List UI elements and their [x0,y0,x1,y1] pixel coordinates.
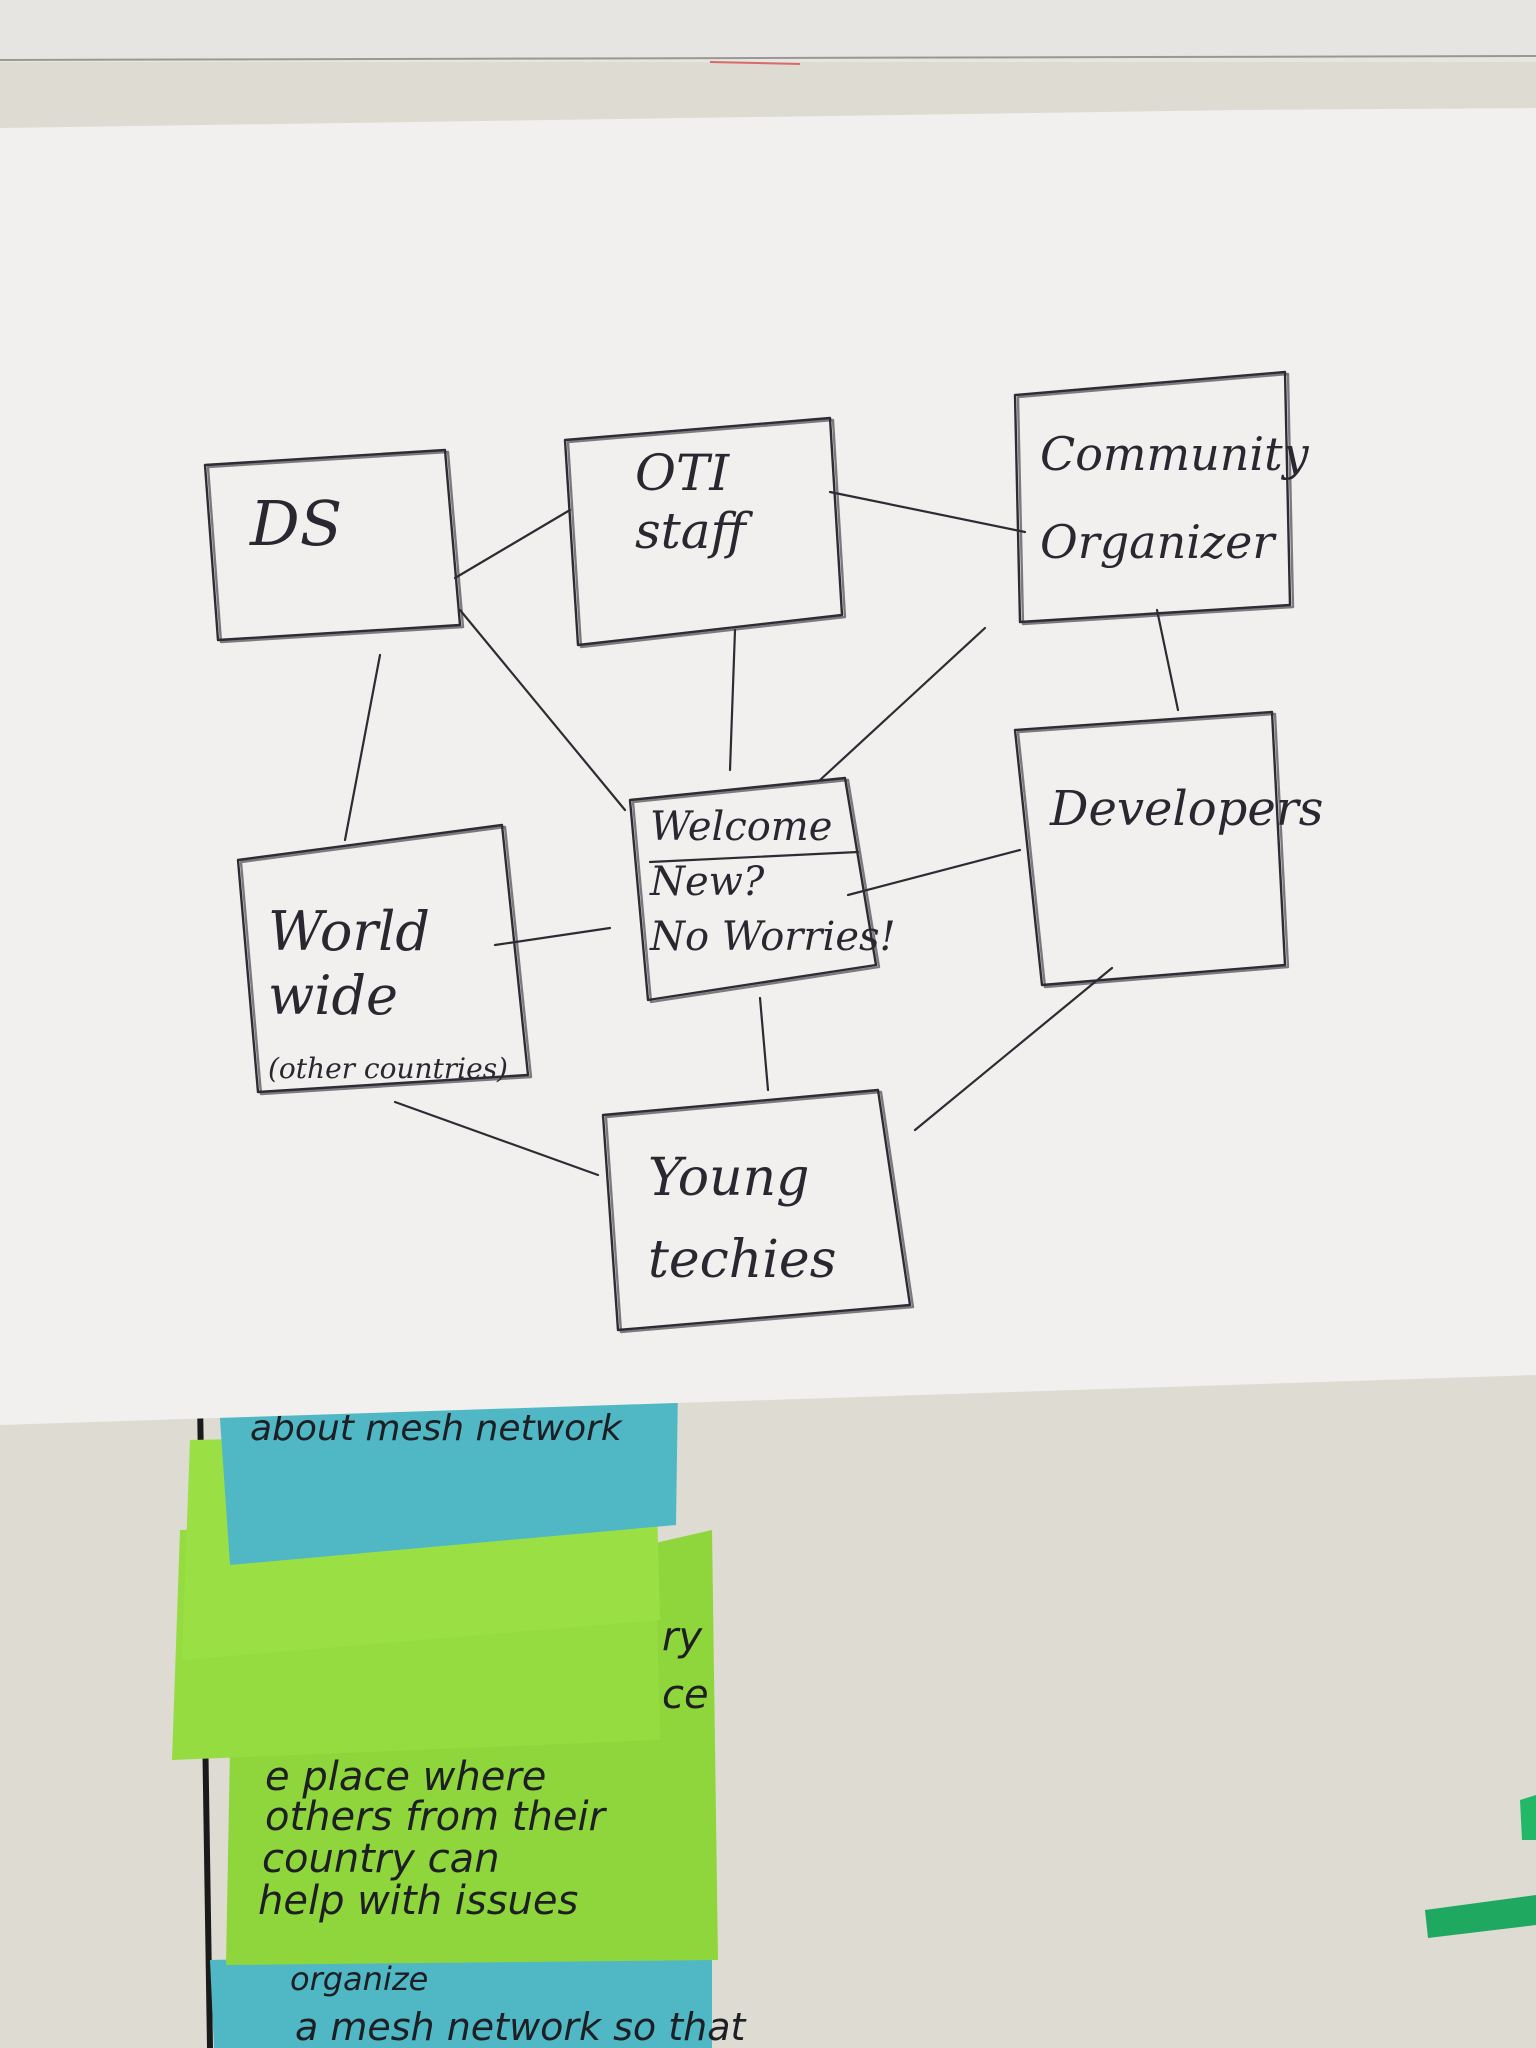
red-mark [709,61,801,65]
node-developers-label-1: Developers [1049,781,1323,837]
node-worldwide-label-1: World [268,900,430,963]
node-welcome-label-1: Welcome [650,804,832,850]
node-oti-box [563,416,844,647]
edge-oti-to-welcome [728,628,737,772]
green-note-line-3: e place where [265,1754,546,1800]
node-ds-box [203,448,462,642]
node-welcome-box-sketch [631,778,881,1004]
node-young-label-1: Young [648,1148,809,1208]
edge-developers-to-young [913,966,1114,1132]
node-worldwide-label-2: wide [268,964,398,1027]
green-note-line-5: country can [262,1836,500,1882]
green-note-line-6: help with issues [258,1878,578,1924]
edge-oti-to-community [828,490,1027,534]
node-young-box [601,1088,912,1332]
node-community-box-sketch [1016,372,1295,626]
node-young-label-2: techies [648,1230,836,1290]
top-sheet-crease [0,55,1536,61]
edge-community-to-welcome [818,626,987,782]
node-ds-label-1: DS [249,487,342,560]
green-note-line-4: others from their [265,1794,608,1840]
node-oti-label-2: staff [635,502,754,560]
node-ds-box-sketch [206,450,465,644]
green-note-line-2: ce [662,1672,709,1718]
bottom-blue-line-1: organize [290,1960,428,1998]
edge-worldwide-to-young [393,1100,600,1177]
edge-welcome-to-young [758,996,770,1092]
node-community-label-1: Community [1040,427,1310,481]
edge-welcome-to-developers [846,848,1022,897]
edge-community-to-developers [1155,608,1180,712]
node-oti-box-sketch [566,418,847,649]
node-worldwide-label-3: (other countries) [268,1052,508,1085]
node-developers: Developers [1013,710,1323,989]
top-sheet-edge [0,0,1536,62]
green-marker [1425,1795,1536,1938]
node-young-box-sketch [604,1090,915,1334]
edge-ds-to-oti [453,508,572,580]
node-young: Young techies [601,1088,915,1334]
node-community-label-2: Organizer [1040,515,1277,569]
node-developers-box-sketch [1016,712,1290,989]
node-community-box [1013,370,1292,624]
edge-ds-to-worldwide [343,653,382,842]
top-blue-sticky [218,1385,678,1565]
green-note-line-1: ry [662,1614,703,1660]
bottom-blue-sticky [210,1950,712,2048]
node-oti-label-1: OTI [635,444,730,502]
node-welcome-box [628,776,878,1002]
node-developers-box [1013,710,1287,987]
welcome-underline [648,850,860,864]
node-welcome-label-2: New? [649,859,765,905]
node-welcome-label-3: No Worries! [649,914,896,960]
node-ds: DS [203,448,465,644]
edge-ds-to-welcome [458,608,627,812]
node-worldwide-box-sketch [239,825,533,1096]
node-worldwide-box [236,823,530,1094]
paper-sheet [0,108,1536,1425]
bottom-blue-line-2: a mesh network so that [295,2005,748,2048]
sticky-notes: about mesh network e place where others … [172,1385,748,2048]
